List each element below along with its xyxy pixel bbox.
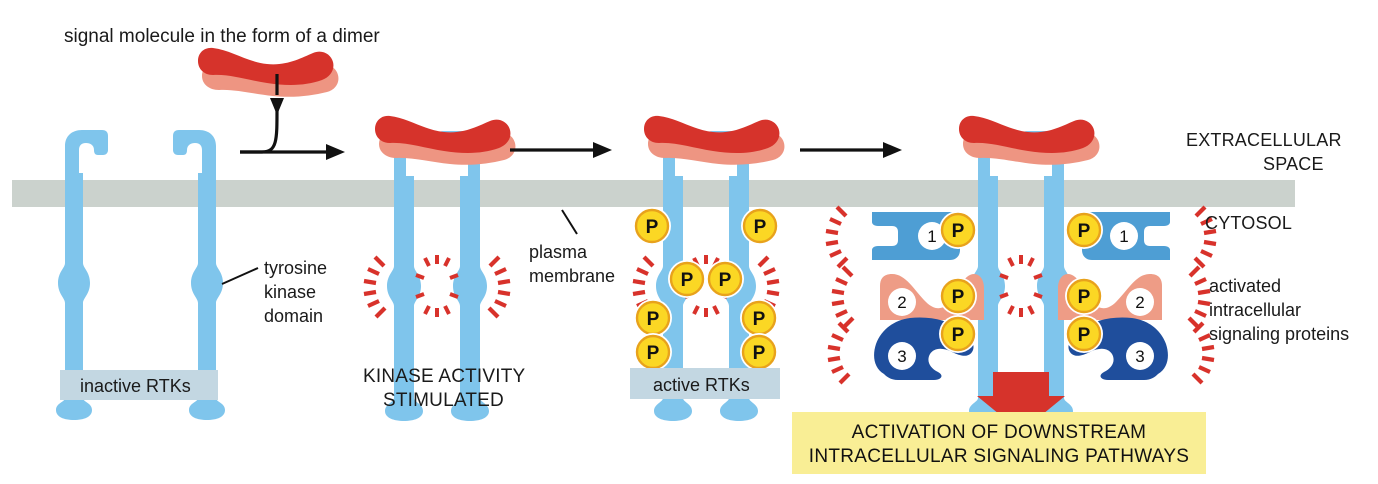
arrow-binding	[240, 74, 332, 154]
signaling-protein-1-left: 1	[872, 212, 960, 260]
plasma-membrane-leader-line	[561, 209, 578, 235]
phosphate-letter: P	[753, 343, 766, 364]
inactive-rtks-label: inactive RTKs	[80, 376, 191, 396]
phosphate: P	[666, 258, 708, 300]
arrow-stage2-to-stage3	[510, 142, 612, 158]
bound-signal-dimer-stage2	[375, 115, 516, 165]
phosphate: P	[738, 331, 780, 373]
kinase-spark-stage2-center	[414, 253, 460, 319]
active-rtks-label: active RTKs	[653, 375, 750, 395]
signaling-protein-3-left: 3	[874, 317, 974, 380]
phosphate: P	[704, 258, 746, 300]
phosphate-group-stage4: P P P P P P	[937, 209, 1105, 355]
phosphate: P	[937, 313, 979, 355]
phosphate-group-stage3: P P P P P P P P	[631, 205, 781, 373]
signaling-protein-2-left: 2	[880, 274, 984, 320]
arrow-stage3-to-stage4	[800, 142, 902, 158]
plasma-membrane-label-line2: membrane	[529, 266, 615, 286]
phosphate: P	[632, 331, 674, 373]
tyrosine-kinase-label-line1: tyrosine	[264, 258, 327, 278]
spark-protein-2-right	[1189, 267, 1210, 327]
phosphate: P	[937, 275, 979, 317]
protein-number: 2	[897, 293, 906, 312]
spark-protein-2-left	[832, 267, 853, 327]
protein-number: 3	[897, 347, 906, 366]
arrow-head-right-1	[326, 144, 345, 160]
protein-number-3-right: 3	[1135, 347, 1144, 366]
phosphate-letter: P	[753, 309, 766, 330]
protein-number-1-right: 1	[1119, 227, 1128, 246]
kinase-activity-label-line2: STIMULATED	[383, 390, 504, 411]
phosphate: P	[632, 297, 674, 339]
outcome-box	[792, 412, 1206, 474]
kinase-spark-stage4-center	[998, 253, 1044, 319]
inactive-rtks-label-box	[60, 370, 218, 400]
phosphate-letter: P	[647, 309, 660, 330]
kinase-spark-stage2-right	[489, 257, 510, 317]
free-signal-dimer	[198, 47, 339, 97]
tyrosine-kinase-label-line3: domain	[264, 306, 323, 326]
phosphate: P	[1063, 313, 1105, 355]
phosphate-letter: P	[681, 270, 694, 291]
phosphate-letter: P	[952, 287, 965, 308]
cytosol-label: CYTOSOL	[1205, 213, 1292, 233]
phosphate: P	[1063, 275, 1105, 317]
extracellular-space-label-line1: EXTRACELLULAR	[1186, 130, 1342, 150]
active-rtks-label-box	[630, 368, 780, 399]
phosphate-letter: P	[952, 221, 965, 242]
protein-number: 1	[927, 227, 936, 246]
signal-molecule-label: signal molecule in the form of a dimer	[64, 26, 380, 47]
spark-protein-1-left	[826, 207, 847, 267]
phosphate: P	[739, 205, 781, 247]
phosphate: P	[1063, 209, 1105, 251]
phosphate-letter: P	[952, 325, 965, 346]
outcome-label-line2: INTRACELLULAR SIGNALING PATHWAYS	[809, 446, 1190, 467]
kinase-spark-stage2-left	[364, 257, 385, 317]
phosphate-letter: P	[719, 270, 732, 291]
kinase-activity-label-line1: KINASE ACTIVITY	[363, 366, 526, 387]
plasma-membrane-label-line1: plasma	[529, 242, 588, 262]
plasma-membrane-band	[12, 180, 1295, 207]
phosphate-letter: P	[647, 343, 660, 364]
bound-signal-dimer-stage3	[644, 115, 785, 165]
tyrosine-kinase-leader-line	[221, 267, 259, 285]
downstream-arrow	[977, 372, 1065, 432]
phosphate-letter: P	[1078, 287, 1091, 308]
outcome-label-line1: ACTIVATION OF DOWNSTREAM	[852, 422, 1147, 443]
extracellular-space-label-line2: SPACE	[1263, 154, 1324, 174]
protein-number-2-right: 2	[1135, 293, 1144, 312]
arrow-head-down	[270, 98, 284, 115]
bound-signal-dimer-stage4	[959, 115, 1100, 165]
tyrosine-kinase-label-line2: kinase	[264, 282, 316, 302]
phosphate-letter: P	[754, 217, 767, 238]
phosphate-letter: P	[646, 217, 659, 238]
phosphate: P	[937, 209, 979, 251]
activated-proteins-label-line2: intracellular	[1209, 300, 1301, 320]
phosphate-letter: P	[1078, 221, 1091, 242]
activated-proteins-label-line3: signaling proteins	[1209, 324, 1349, 344]
phosphate-letter: P	[1078, 325, 1091, 346]
phosphate: P	[738, 297, 780, 339]
spark-protein-3-left	[828, 323, 849, 383]
activated-proteins-label-line1: activated	[1209, 276, 1281, 296]
phosphate: P	[631, 205, 673, 247]
